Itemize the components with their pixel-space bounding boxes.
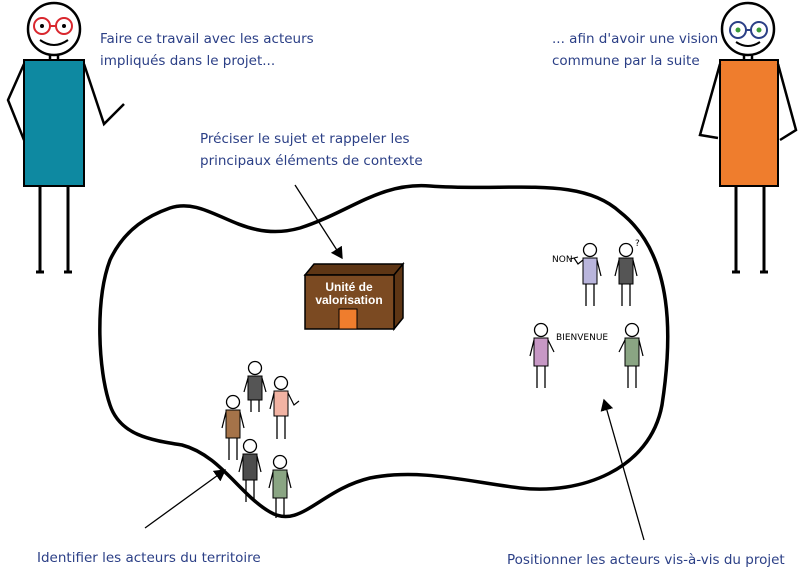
small-figure-guest xyxy=(618,322,644,388)
left-figure-body xyxy=(23,59,85,187)
caption-line: Faire ce travail avec les acteurs xyxy=(100,31,314,47)
small-figure-question xyxy=(614,242,638,306)
small-figure xyxy=(268,454,292,518)
caption-line: commune par la suite xyxy=(552,53,700,69)
building-door xyxy=(338,308,358,330)
caption-line: Préciser le sujet et rappeler les xyxy=(200,131,410,147)
caption-position-actors: Positionner les acteurs vis-à-vis du pro… xyxy=(507,552,785,568)
caption-identify-actors: Identifier les acteurs du territoire xyxy=(37,550,261,566)
building-label-line1: Unité de xyxy=(325,280,373,294)
speech-question: ? xyxy=(635,239,640,249)
caption-common-vision: ... afin d'avoir une vision commune par … xyxy=(552,28,718,72)
caption-specify-subject: Préciser le sujet et rappeler les princi… xyxy=(200,128,423,172)
small-figure-non xyxy=(573,242,602,306)
positioned-actors: NON ? BIENVENUE xyxy=(529,239,644,388)
small-figure xyxy=(243,360,267,412)
caption-line: impliqués dans le projet... xyxy=(100,53,276,69)
caption-line: principaux éléments de contexte xyxy=(200,153,423,169)
right-stick-figure xyxy=(698,1,798,274)
left-stick-figure xyxy=(6,1,125,274)
arrow-to-actors xyxy=(144,469,227,529)
actors-group xyxy=(221,360,300,518)
arrow-to-positions xyxy=(600,398,645,541)
building-unite-valorisation: Unité de valorisation xyxy=(303,261,405,332)
building-label-line2: valorisation xyxy=(315,293,382,307)
territory-outline xyxy=(98,183,670,519)
small-figure xyxy=(221,394,245,460)
caption-line: ... afin d'avoir une vision xyxy=(552,31,719,47)
right-figure-body xyxy=(719,59,779,187)
arrow-to-building xyxy=(294,184,343,260)
small-figure xyxy=(238,438,262,502)
small-figure-welcoming xyxy=(529,322,555,388)
speech-non: NON xyxy=(552,255,573,265)
small-figure xyxy=(269,375,300,439)
speech-bienvenue: BIENVENUE xyxy=(556,333,608,343)
caption-work-with-actors: Faire ce travail avec les acteurs impliq… xyxy=(100,28,314,72)
